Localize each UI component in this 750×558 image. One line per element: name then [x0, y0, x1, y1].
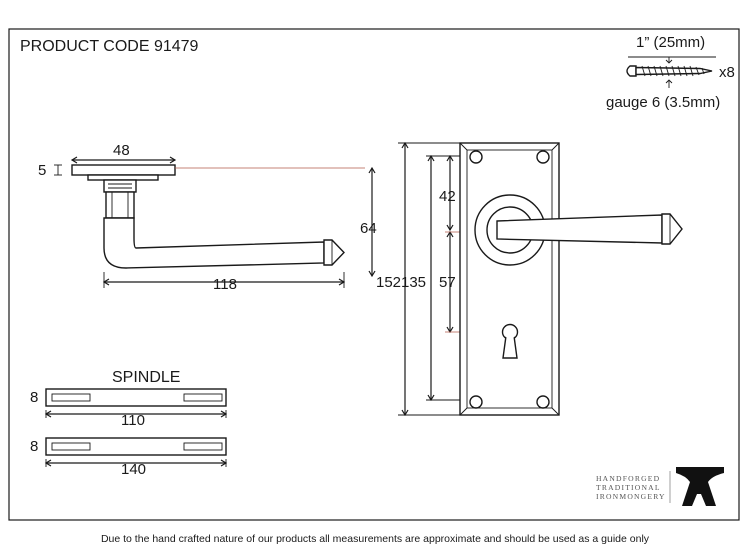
- spindle-section: SPINDLE 8 110 8 140: [30, 369, 228, 478]
- spindle-length-value: 140: [121, 461, 146, 478]
- spindle-square-value: 8: [30, 438, 38, 455]
- lever-arm: [103, 217, 325, 269]
- screw-quantity: x8: [719, 64, 735, 81]
- fixing-hole: [536, 395, 550, 409]
- projection-value: 64: [360, 220, 377, 237]
- measurement-disclaimer: Due to the hand crafted nature of our pr…: [101, 533, 650, 545]
- screw-icon: [626, 65, 713, 77]
- spindle-bar: [45, 388, 227, 407]
- backplate-height-value: 152: [376, 274, 401, 291]
- rose-plate: [71, 164, 176, 176]
- spindle-length-value: 110: [121, 412, 145, 429]
- lever-side-view: 48 5 64 118: [38, 142, 377, 293]
- fixing-centres-value: 135: [401, 274, 426, 291]
- product-code: PRODUCT CODE 91479: [20, 38, 199, 55]
- fixing-hole: [469, 150, 483, 164]
- brand-line-2: TRADITIONAL: [596, 483, 661, 492]
- screw-length-label: 1” (25mm): [636, 34, 705, 51]
- rose-thickness-value: 5: [38, 162, 46, 179]
- keyhole: [501, 323, 519, 359]
- backplate: [459, 142, 560, 416]
- lever-end-cap: [323, 239, 345, 266]
- brand-logo: HANDFORGED TRADITIONAL IRONMONGERY: [596, 467, 724, 506]
- spindle-bar: [45, 437, 227, 456]
- fixing-hole: [469, 395, 483, 409]
- brand-line-3: IRONMONGERY: [596, 492, 666, 501]
- lever-length-value: 118: [213, 276, 237, 293]
- fixing-hole: [536, 150, 550, 164]
- screw-fixing-detail: 1” (25mm) x8 gauge 6 (3.5mm): [606, 34, 735, 111]
- drawing-frame: [8, 28, 740, 521]
- keyhole-centres-value: 57: [439, 274, 456, 291]
- anvil-icon: [676, 467, 724, 506]
- spindle-title: SPINDLE: [112, 369, 180, 386]
- handle-neck: [103, 179, 137, 193]
- handle-offset-value: 42: [439, 188, 456, 205]
- backplate-front-view: 152 135 42 57: [376, 141, 683, 417]
- screw-gauge-label: gauge 6 (3.5mm): [606, 94, 720, 111]
- rose-diameter-value: 48: [113, 142, 130, 159]
- brand-line-1: HANDFORGED: [596, 474, 660, 483]
- spindle-square-value: 8: [30, 389, 38, 406]
